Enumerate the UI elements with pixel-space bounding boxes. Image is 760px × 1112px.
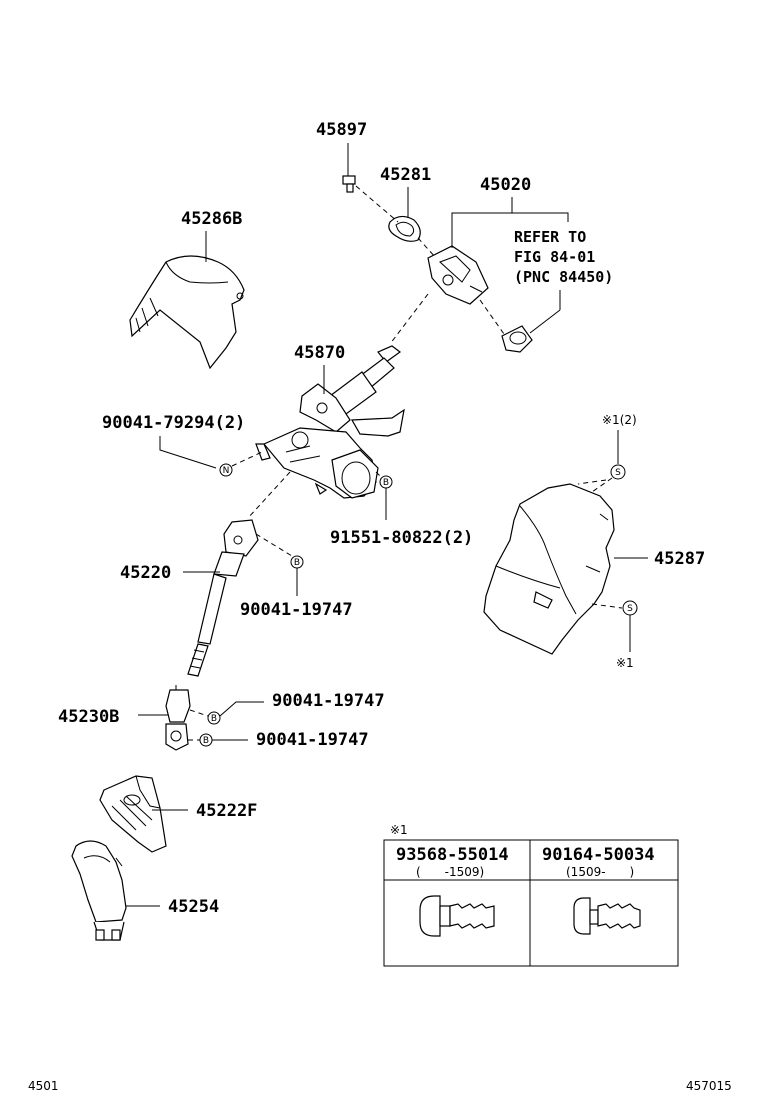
part-45870-column-assy xyxy=(255,345,405,499)
svg-text:B: B xyxy=(383,478,389,488)
leader-90041-79294 xyxy=(159,436,217,469)
callout-N: N xyxy=(219,463,233,477)
label-45870: 45870 xyxy=(294,343,345,363)
label-90041-19747-c: 90041-19747 xyxy=(256,730,369,750)
table-col2-part: 90164-50034 xyxy=(542,845,655,865)
leader-90041-19747-b xyxy=(219,701,264,717)
table-title: ※1 xyxy=(390,823,408,837)
part-transponder-coil xyxy=(501,325,533,353)
footer-right: 457015 xyxy=(686,1079,732,1093)
part-45286B-upper-cover xyxy=(129,255,245,370)
callout-B-91551: B xyxy=(379,475,393,489)
label-45020: 45020 xyxy=(480,175,531,195)
label-45897: 45897 xyxy=(316,120,367,140)
part-45222F-hole-cover xyxy=(99,775,167,853)
part-45287-lower-cover xyxy=(483,483,615,655)
part-45897-screw xyxy=(342,175,356,193)
note-s1-2: ※1(2) xyxy=(602,413,637,427)
svg-text:S: S xyxy=(615,468,621,478)
label-45254: 45254 xyxy=(168,897,219,917)
callout-S-top: S xyxy=(610,464,626,480)
svg-text:N: N xyxy=(223,466,230,476)
callout-S-bottom: S xyxy=(622,600,638,616)
refer-line-1: REFER TO xyxy=(514,228,586,246)
refer-line-2: FIG 84-01 xyxy=(514,248,595,266)
svg-text:B: B xyxy=(294,558,300,568)
label-91551-80822: 91551-80822(2) xyxy=(330,528,473,548)
label-45286B: 45286B xyxy=(181,209,242,229)
table-col1-part: 93568-55014 xyxy=(396,845,509,865)
label-45230B: 45230B xyxy=(58,707,119,727)
svg-text:B: B xyxy=(203,736,209,746)
label-45220: 45220 xyxy=(120,563,171,583)
footer-left: 4501 xyxy=(28,1079,59,1093)
callout-B-yoke-lower: B xyxy=(199,733,213,747)
label-45287: 45287 xyxy=(654,549,705,569)
note-s1: ※1 xyxy=(616,656,634,670)
svg-text:S: S xyxy=(627,604,633,614)
label-45281: 45281 xyxy=(380,165,431,185)
refer-line-3: (PNC 84450) xyxy=(514,268,613,286)
screw-93568-55014-drawing xyxy=(419,895,495,937)
label-90041-19747-a: 90041-19747 xyxy=(240,600,353,620)
label-90041-19747-b: 90041-19747 xyxy=(272,691,385,711)
part-45020-switch-assy xyxy=(427,245,489,305)
svg-text:B: B xyxy=(211,714,217,724)
table-col1-range: ( -1509) xyxy=(416,865,484,879)
part-45220-intermediate-shaft xyxy=(187,519,259,677)
part-45281-ring xyxy=(388,215,421,242)
table-col2-range: (1509- ) xyxy=(566,865,634,879)
label-90041-79294: 90041-79294(2) xyxy=(102,413,245,433)
screw-variant-table xyxy=(383,839,679,967)
part-45230B-lower-joint xyxy=(165,684,191,751)
part-45254-boot xyxy=(71,840,127,941)
screw-90164-50034-drawing xyxy=(573,897,641,935)
label-45222F: 45222F xyxy=(196,801,257,821)
callout-B-yoke-upper: B xyxy=(207,711,221,725)
leader-45020 xyxy=(451,197,569,248)
callout-B-shaft: B xyxy=(290,555,304,569)
